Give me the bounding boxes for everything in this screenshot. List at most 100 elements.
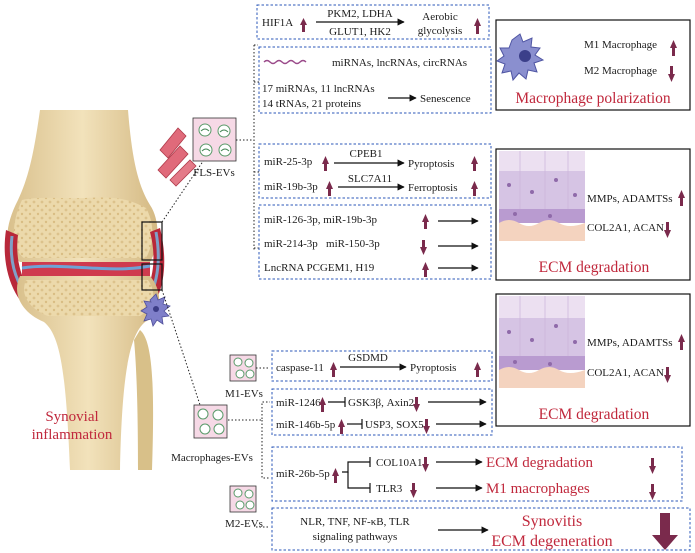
pyroptosis-label-2: Pyroptosis	[410, 362, 456, 374]
tlr3-down-arrow-icon	[410, 483, 417, 498]
usp3-sox5-label: USP3, SOX5	[365, 419, 424, 431]
ecm-degradation-panel-2	[495, 293, 691, 427]
caspase-up-arrow-icon	[330, 362, 337, 377]
mir-1246-up-arrow-icon	[319, 397, 326, 412]
m2-down-arrow-icon	[668, 66, 675, 82]
m2-evs-label: M2-EVs	[225, 518, 263, 530]
ecm-degradation-title-1: ECM degradation	[539, 259, 650, 276]
fls-ev-icon	[192, 117, 237, 162]
fls-cell-icon	[157, 127, 197, 187]
synovitis-label: Synovitis	[522, 513, 582, 530]
col10a1-label: COL10A1	[376, 457, 422, 469]
macrophages-ev-icon	[193, 404, 228, 439]
hif1a-label: HIF1A	[262, 17, 293, 29]
signaling-line-1: NLR, TNF, NF-κB, TLR	[300, 516, 410, 528]
m2-signaling-box	[271, 507, 691, 551]
mmps-adamtss-label-2: MMPs, ADAMTSs	[587, 337, 673, 349]
glyco-bottom-targets: GLUT1, HK2	[329, 26, 391, 38]
m1-macrophages-label: M1 macrophages	[486, 481, 590, 497]
ecm-mirna-row1: miR-126-3p, miR-19b-3p	[264, 214, 378, 226]
macrophage-polarization-title: Macrophage polarization	[515, 90, 671, 107]
mir-19b-up-arrow-icon	[326, 181, 333, 196]
rna-strand-icon	[263, 59, 307, 65]
m2-big-down-arrow-icon	[652, 513, 678, 550]
macrophage-polarization-panel	[495, 19, 691, 111]
aerobic-label: Aerobic	[422, 11, 458, 23]
m1-evs-label: M1-EVs	[225, 388, 263, 400]
ecm-degradation-down-arrow-icon	[649, 458, 656, 474]
caspase-11-label: caspase-11	[276, 362, 324, 374]
synovium-highlight-lower	[141, 263, 163, 291]
macrophage-cell-icon	[495, 33, 545, 82]
ecm-mirna-row2: miR-214-3p miR-150-3p	[264, 238, 380, 250]
ev-cargo-types: miRNAs, lncRNAs, circRNAs	[332, 57, 467, 69]
mir-146b-up-arrow-icon	[338, 419, 345, 434]
cargo-count-line1: 17 miRNAs, 11 lncRNAs	[262, 83, 375, 95]
gsk3b-down-arrow-icon	[413, 397, 420, 412]
m1-macrophage-label: M1 Macrophage	[584, 39, 657, 51]
ecm-degradation-panel-1	[495, 148, 691, 281]
mir-26b-up-arrow-icon	[332, 468, 339, 483]
mir-19b-3p-label: miR-19b-3p	[264, 181, 318, 193]
gsdmd-label: GSDMD	[348, 352, 388, 364]
m2-ev-icon	[229, 485, 257, 513]
m1-up-arrow-icon	[670, 40, 677, 56]
senescence-box	[258, 46, 492, 114]
mir-146b-5p-label: miR-146b-5p	[276, 419, 336, 431]
macrophage-icon-small	[140, 293, 171, 327]
synovial-inflammation-label-1: Synovial	[45, 409, 98, 425]
ecm-row1-up-arrow-icon	[422, 214, 429, 229]
glycolysis-up-arrow-icon	[474, 18, 481, 34]
senescence-label: Senescence	[420, 93, 471, 105]
pyroptosis-up-arrow-icon	[471, 156, 478, 171]
glycolysis-box	[256, 4, 490, 40]
signaling-line-2: signaling pathways	[313, 531, 398, 543]
cargo-count-line2: 14 tRNAs, 21 proteins	[262, 98, 361, 110]
m1-pyroptosis-box	[271, 350, 493, 382]
synovial-inflammation-label-2: inflammation	[32, 427, 113, 443]
col2a1-down-arrow-icon-1	[664, 222, 671, 238]
cpeb1-label: CPEB1	[349, 148, 382, 160]
mir-26b-5p-label: miR-26b-5p	[276, 468, 330, 480]
mir-1246-label: miR-1246	[276, 397, 321, 409]
mir-25-3p-label: miR-25-3p	[264, 156, 313, 168]
fls-evs-label: FLS-EVs	[193, 167, 235, 179]
mir-26b-box	[271, 446, 683, 502]
cartilage-illustration-1	[499, 151, 585, 241]
ecm-degradation-label-3: ECM degradation	[486, 455, 594, 471]
ecm-lncrna-row3: LncRNA PCGEM1, H19	[264, 262, 375, 274]
ecm-row3-up-arrow-icon	[422, 262, 429, 277]
mmps-up-arrow-icon-2	[678, 334, 685, 350]
pyroptosis-label-1: Pyroptosis	[408, 158, 454, 170]
ecm-degradation-title-2: ECM degradation	[539, 406, 650, 423]
mmps-up-arrow-icon-1	[678, 190, 685, 206]
ecm-row2-down-arrow-icon	[420, 240, 427, 255]
synovium-highlight-upper	[141, 221, 163, 261]
usp3-down-arrow-icon	[423, 419, 430, 434]
slc7a11-label: SLC7A11	[348, 173, 392, 185]
col2a1-down-arrow-icon-2	[664, 367, 671, 383]
macrophage-ecm-box	[271, 388, 493, 436]
m1-ev-icon	[229, 354, 257, 382]
glycolysis-label: glycolysis	[418, 25, 463, 37]
m1-macrophages-down-arrow-icon	[649, 484, 656, 500]
tlr3-label: TLR3	[376, 483, 403, 495]
macrophages-evs-label: Macrophages-EVs	[171, 452, 253, 464]
ecm-degeneration-label: ECM degeneration	[491, 533, 612, 550]
col10a1-down-arrow-icon	[422, 457, 429, 472]
col2a1-acan-label-1: COL2A1, ACAN	[587, 222, 664, 234]
pyroptosis-up-arrow-icon-2	[474, 362, 481, 377]
m2-macrophage-label: M2 Macrophage	[584, 65, 657, 77]
ferroptosis-up-arrow-icon	[471, 181, 478, 196]
glyco-top-targets: PKM2, LDHA	[327, 8, 392, 20]
cartilage-illustration-2	[499, 296, 585, 388]
fls-pyroptosis-box	[258, 143, 492, 199]
knee-joint-illustration	[4, 110, 165, 470]
mmps-adamtss-label-1: MMPs, ADAMTSs	[587, 193, 673, 205]
col2a1-acan-label-2: COL2A1, ACAN	[587, 367, 664, 379]
hif1a-up-arrow-icon	[300, 18, 307, 32]
mir-25-up-arrow-icon	[322, 156, 329, 171]
gsk3b-axin2-label: GSK3β, Axin2	[348, 397, 414, 409]
ferroptosis-label: Ferroptosis	[408, 182, 458, 194]
